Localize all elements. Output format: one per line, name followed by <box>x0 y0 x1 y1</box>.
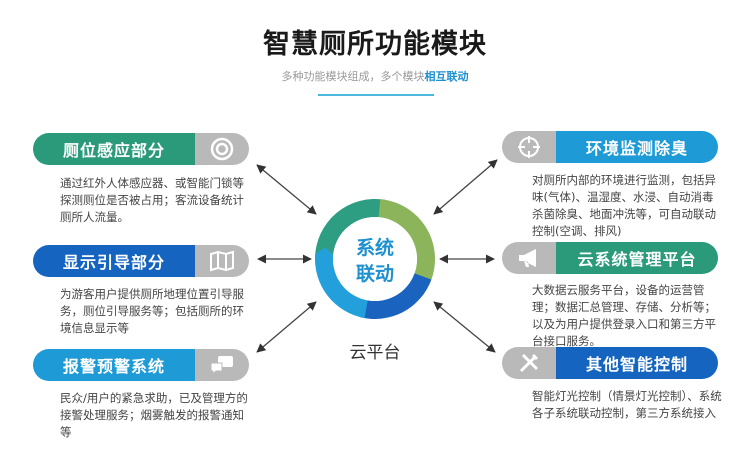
module-toilet-sensing: 厕位感应部分 <box>33 133 249 165</box>
module-desc: 民众/用户的紧急求助，已及管理方的接警处理服务；烟雾触发的报警通知等 <box>60 391 248 439</box>
module-cloud-platform: 云系统管理平台 <box>502 242 718 274</box>
lifebuoy-icon <box>195 133 249 165</box>
subtitle-text: 多种功能模块组成，多个模块 <box>281 70 425 83</box>
ring-center <box>333 217 417 301</box>
module-desc: 为游客用户提供厕所地理位置引导服务，厕位引导服务等；包括厕所的环境信息显示等 <box>60 287 244 335</box>
subtitle-highlight: 相互联动 <box>424 70 469 83</box>
subtitle: 多种功能模块组成，多个模块相互联动 <box>0 68 750 84</box>
module-title: 其他智能控制 <box>556 347 718 379</box>
cloud-platform-caption: 云平台 <box>349 343 401 363</box>
module-alarm: 报警预警系统 <box>33 349 249 381</box>
arrow-left-1 <box>256 164 317 215</box>
module-title: 厕位感应部分 <box>33 133 195 165</box>
module-other-control: 其他智能控制 <box>502 347 718 379</box>
ring-segment-olive <box>378 199 435 287</box>
title-underline <box>318 94 434 96</box>
megaphone-icon <box>502 242 556 274</box>
ring-text-2: 联动 <box>356 263 394 285</box>
page-title: 智慧厕所功能模块 <box>263 29 487 60</box>
tools-icon <box>502 347 556 379</box>
module-desc: 对厕所内部的环境进行监测，包括异味(气体)、温湿度、水浸、自动消毒杀菌除臭、地面… <box>532 173 716 238</box>
module-env-monitoring: 环境监测除臭 <box>502 131 718 163</box>
module-title: 报警预警系统 <box>33 349 195 381</box>
module-desc: 通过红外人体感应器、或智能门锁等探测厕位是否被占用；客流设备统计厕所人流量。 <box>60 176 244 224</box>
module-display-guide: 显示引导部分 <box>33 245 249 277</box>
ring-segment-green <box>315 198 391 259</box>
chat-bubbles-icon <box>195 349 249 381</box>
module-title: 云系统管理平台 <box>556 242 718 274</box>
module-title: 环境监测除臭 <box>556 131 718 163</box>
map-icon <box>195 245 249 277</box>
arrow-right-3 <box>433 301 496 353</box>
module-desc: 智能灯光控制（情景灯光控制）、系统各子系统联动控制，第三方系统接入 <box>532 389 722 420</box>
ring-segment-dark-blue <box>355 273 432 319</box>
crosshair-icon <box>502 131 556 163</box>
module-desc: 大数据云服务平台，设备的运营管理；数据汇总管理、存储、分析等；以及为用户提供登录… <box>532 283 716 348</box>
arrow-left-3 <box>256 301 317 353</box>
linkage-ring <box>315 198 435 319</box>
arrow-right-1 <box>433 159 498 215</box>
ring-segment-light-blue <box>315 247 368 319</box>
ring-text-1: 系统 <box>356 236 394 259</box>
module-title: 显示引导部分 <box>33 245 195 277</box>
